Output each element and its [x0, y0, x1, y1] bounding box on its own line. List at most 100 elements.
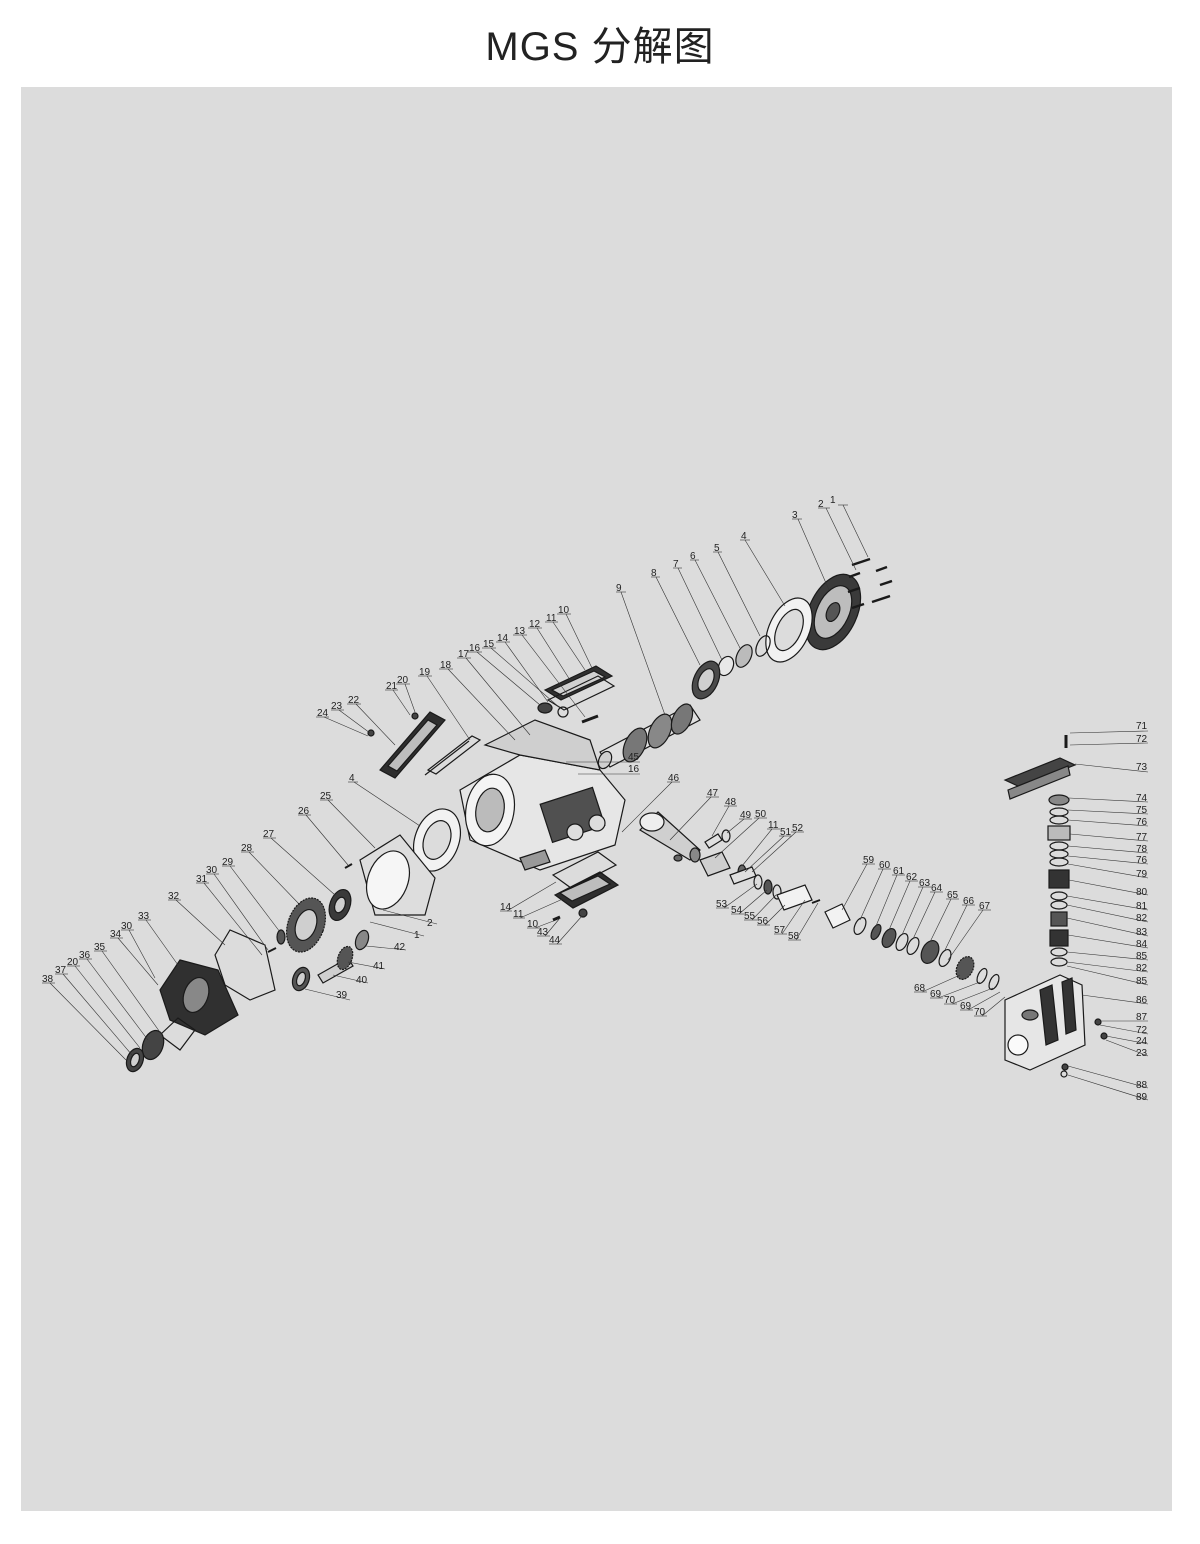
callout-label: 10	[527, 919, 539, 930]
callout-label: 75	[1136, 805, 1148, 816]
callout-label: 20	[397, 675, 409, 686]
callout-label: 82	[1136, 913, 1148, 924]
callout-label: 87	[1136, 1012, 1148, 1023]
callout-label: 70	[944, 995, 956, 1006]
dowel-pin	[581, 714, 599, 724]
callout-label: 50	[755, 809, 767, 820]
callout-label: 4	[741, 531, 747, 542]
bushing	[717, 655, 735, 677]
callout-label: 51	[780, 827, 792, 838]
callout-label: 10	[558, 605, 570, 616]
callout-label: 8	[651, 568, 657, 579]
callout-label: 9	[616, 583, 622, 594]
washer	[772, 884, 782, 900]
callout-label: 76	[1136, 855, 1148, 866]
seal-ring	[755, 635, 771, 657]
callout-label: 24	[1136, 1036, 1148, 1047]
callout-label: 66	[963, 896, 975, 907]
callout-label: 72	[1136, 1025, 1148, 1036]
callout-label: 60	[879, 860, 891, 871]
side-cover-plate	[379, 711, 446, 779]
callout-label: 47	[707, 788, 719, 799]
callout-label: 62	[906, 872, 918, 883]
pin-clip	[721, 829, 731, 843]
callout-labels: 1 2 3 4 5 6 7 8 9 10 11 12 13 14 15 16 1…	[42, 495, 1149, 1103]
callout-label: 11	[768, 820, 779, 831]
cover-gasket	[159, 1017, 196, 1051]
washer	[753, 874, 763, 890]
callout-label: 15	[483, 639, 495, 650]
seal-sleeve	[824, 903, 851, 929]
callout-label: 37	[55, 965, 67, 976]
callout-label: 20	[67, 957, 79, 968]
callout-label: 57	[774, 925, 786, 936]
callout-label: 67	[979, 901, 991, 912]
seal-ring	[853, 916, 867, 936]
callout-label: 65	[947, 890, 959, 901]
callout-label: 16	[628, 764, 640, 775]
callout-label: 69	[960, 1001, 972, 1012]
page-title: MGS 分解图	[485, 25, 715, 69]
bolt	[367, 729, 375, 737]
callout-label: 81	[1136, 901, 1148, 912]
callout-label: 11	[546, 613, 557, 624]
bolt	[411, 712, 419, 720]
callout-label: 17	[458, 649, 470, 660]
callout-label: 25	[320, 791, 332, 802]
callout-label: 80	[1136, 887, 1148, 898]
callout-label: 59	[863, 855, 875, 866]
callout-label: 63	[919, 878, 931, 889]
callout-label: 13	[514, 626, 526, 637]
callout-label: 85	[1136, 951, 1148, 962]
large-gear	[285, 897, 327, 953]
valve-stack	[1047, 794, 1071, 967]
bearing	[691, 660, 721, 700]
callout-label: 54	[731, 905, 743, 916]
callout-label: 79	[1136, 869, 1148, 880]
key	[276, 929, 286, 945]
callout-label: 30	[206, 865, 218, 876]
callout-label: 1	[830, 495, 836, 506]
callout-label: 52	[792, 823, 804, 834]
seal-ring	[895, 932, 909, 952]
pinion-shaft	[317, 945, 354, 984]
crosshead	[699, 851, 731, 877]
plunger-bolt	[811, 899, 821, 904]
callout-label: 48	[725, 797, 737, 808]
callout-label: 21	[386, 681, 398, 692]
callout-label: 42	[394, 942, 406, 953]
top-cover-plate	[543, 665, 614, 701]
callout-label: 44	[549, 935, 561, 946]
flange-ring	[141, 1029, 165, 1061]
breather-cap	[537, 702, 553, 714]
callout-label: 6	[690, 551, 696, 562]
callout-label: 3	[792, 510, 798, 521]
callout-label: 89	[1136, 1092, 1148, 1103]
callout-label: 16	[469, 643, 481, 654]
seal-ring	[920, 940, 940, 964]
callout-label: 43	[537, 927, 549, 938]
front-cover-plate	[804, 573, 862, 651]
callout-label: 83	[1136, 927, 1148, 938]
callout-label: 84	[1136, 939, 1148, 950]
bottom-gasket	[551, 851, 618, 889]
callout-label: 23	[1136, 1048, 1148, 1059]
callout-label: 2	[427, 918, 433, 929]
shaft-seal	[354, 929, 370, 951]
drain-plug	[578, 908, 588, 918]
callout-label: 64	[931, 883, 943, 894]
callout-label: 18	[440, 660, 452, 671]
drain-plug	[1061, 1063, 1069, 1071]
callout-label: 56	[757, 916, 769, 927]
callout-label: 55	[744, 911, 756, 922]
callout-label: 1	[414, 930, 420, 941]
callout-label: 2	[818, 499, 824, 510]
packing	[955, 956, 975, 980]
callout-label: 49	[740, 810, 752, 821]
callout-label: 28	[241, 843, 253, 854]
callout-label: 11	[513, 909, 524, 920]
lifting-eye	[557, 706, 569, 718]
seal-ring	[938, 948, 952, 968]
callout-label: 32	[168, 891, 180, 902]
callout-label: 45	[628, 752, 640, 763]
